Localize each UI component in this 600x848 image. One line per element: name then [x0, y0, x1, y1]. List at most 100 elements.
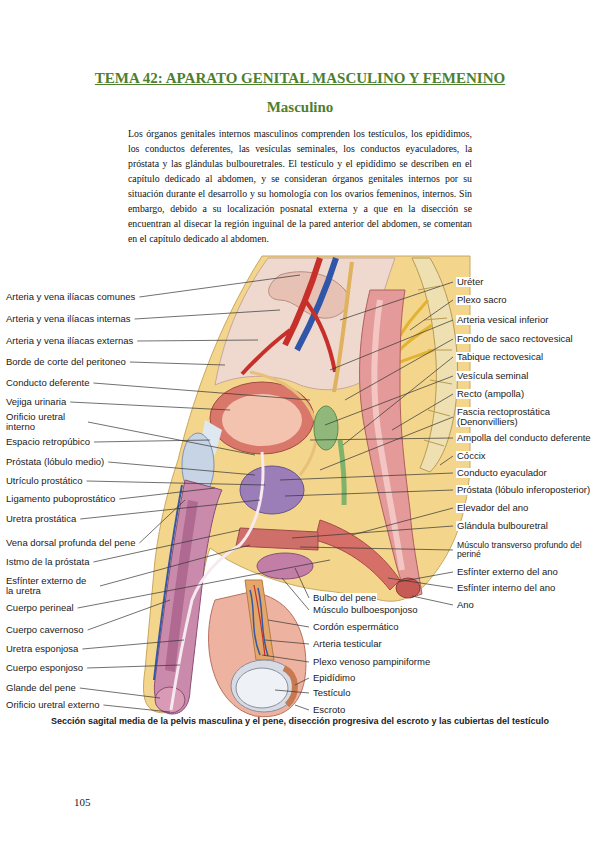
- part-label: Músculo bulboesponjoso: [312, 605, 419, 615]
- part-label: Arteria y vena ilíacas comunes: [5, 292, 136, 302]
- leader-line: [275, 690, 309, 693]
- leader-line: [87, 481, 265, 485]
- leader-line: [130, 362, 225, 365]
- part-label: Glándula bulbouretral: [456, 521, 549, 531]
- leader-line: [265, 640, 309, 644]
- internal-iliac-artery: [305, 300, 335, 372]
- leader-line: [137, 340, 258, 341]
- leader-line: [352, 508, 453, 535]
- part-label: Vejiga urinaria: [5, 397, 67, 407]
- part-label: Elevador del ano: [456, 503, 529, 513]
- part-label: Espacio retropúbico: [5, 437, 91, 447]
- page-title: TEMA 42: APARATO GENITAL MASCULINO Y FEM…: [0, 70, 600, 87]
- part-label: Ampolla del conducto deferente: [456, 433, 592, 443]
- penis-shaft: [154, 480, 222, 714]
- part-label: Uretra esponjosa: [5, 644, 79, 654]
- part-label: Cordón espermático: [312, 622, 400, 632]
- epididymis: [284, 668, 295, 705]
- external-iliac-artery: [242, 330, 290, 374]
- leader-line: [282, 578, 309, 610]
- common-iliac-vein: [297, 258, 336, 350]
- leader-line: [345, 339, 453, 400]
- part-label: Vesícula seminal: [456, 371, 529, 381]
- part-label: Plexo sacro: [456, 295, 508, 305]
- leader-line: [410, 300, 453, 330]
- part-label: Glande del pene: [5, 683, 77, 693]
- part-label: Arteria y vena ilíacas internas: [5, 314, 132, 324]
- leader-line: [135, 310, 280, 319]
- penile-bulb: [257, 553, 313, 579]
- leader-line: [88, 600, 170, 630]
- testicular-artery: [254, 585, 265, 656]
- part-label: Esfínter interno del ano: [456, 583, 556, 593]
- leader-line: [412, 596, 453, 605]
- part-label: Bulbo del pene: [312, 593, 377, 603]
- part-label: Arteria y vena ilíacas externas: [5, 336, 134, 346]
- part-label: Ano: [456, 600, 475, 610]
- part-label: Cuerpo perineal: [5, 603, 75, 613]
- figure-caption: Sección sagital media de la pelvis mascu…: [20, 716, 580, 726]
- leader-line: [100, 545, 250, 586]
- deep-dorsal-vein: [154, 485, 182, 680]
- ureter: [334, 262, 352, 392]
- part-label: Conducto eyaculador: [456, 468, 548, 478]
- part-label: Borde de corte del peritoneo: [5, 357, 127, 367]
- rectovesical-septum: [340, 440, 344, 505]
- part-label: Testículo: [312, 688, 352, 698]
- leader-line: [295, 568, 309, 598]
- leader-line: [388, 578, 453, 588]
- part-label: Uréter: [456, 277, 484, 287]
- leader-line: [119, 488, 215, 499]
- leader-line: [320, 417, 453, 470]
- testis-tunica: [231, 660, 297, 712]
- leader-line: [80, 688, 160, 698]
- part-label: Plexo venoso pampiniforme: [312, 657, 431, 667]
- section-heading: Masculino: [0, 99, 600, 116]
- leader-line: [139, 500, 185, 543]
- leader-line: [82, 640, 184, 649]
- levator-muscle: [315, 520, 400, 590]
- part-label: Epidídimo: [312, 673, 356, 683]
- leader-line: [280, 473, 453, 480]
- sacrum-bone: [412, 258, 458, 472]
- leader-line: [292, 526, 453, 538]
- part-label: Tabique rectovesical: [456, 352, 544, 362]
- leader-line: [392, 394, 453, 430]
- part-label: Recto (ampolla): [456, 389, 525, 399]
- part-label: Utrículo prostático: [5, 476, 84, 486]
- part-label: Músculo transverso profundo del periné: [456, 541, 598, 560]
- part-label: Uretra prostática: [5, 514, 77, 524]
- sacral-segments: [418, 286, 452, 446]
- part-label: Fondo de saco rectovesical: [456, 334, 574, 344]
- leader-line: [310, 438, 453, 440]
- part-label: Fascia rectoprostática (Denonvilliers): [456, 407, 576, 428]
- leader-line: [295, 678, 309, 685]
- part-label: Próstata (lóbulo medio): [5, 457, 105, 467]
- leader-line: [325, 376, 453, 425]
- leader-line: [70, 402, 230, 410]
- bladder-lumen: [222, 394, 302, 446]
- part-label: Cuerpo cavernoso: [5, 625, 85, 635]
- leader-line: [343, 357, 453, 445]
- leader-line: [139, 275, 300, 297]
- part-label: Orificio uretral interno: [5, 412, 85, 433]
- leader-line: [87, 665, 180, 668]
- leader-line: [108, 462, 255, 475]
- seminal-vesicle: [314, 406, 338, 450]
- part-label: Vena dorsal profunda del pene: [5, 538, 136, 548]
- part-label: Cuerpo esponjoso: [5, 663, 84, 673]
- part-label: Conducto deferente: [5, 378, 90, 388]
- leader-line: [88, 422, 255, 455]
- ductus-deferens: [250, 372, 317, 475]
- part-label: Arteria vesical inferior: [456, 315, 549, 325]
- leader-line: [285, 490, 453, 496]
- page-number: 105: [74, 796, 91, 808]
- part-label: Esfínter externo de la uretra: [5, 576, 97, 597]
- part-label: Próstata (lóbulo inferoposterior): [456, 485, 591, 495]
- leader-line: [103, 705, 170, 712]
- leader-line: [78, 560, 330, 608]
- part-label: Arteria testicular: [312, 639, 383, 649]
- leader-line: [300, 547, 453, 550]
- leader-line: [440, 456, 453, 465]
